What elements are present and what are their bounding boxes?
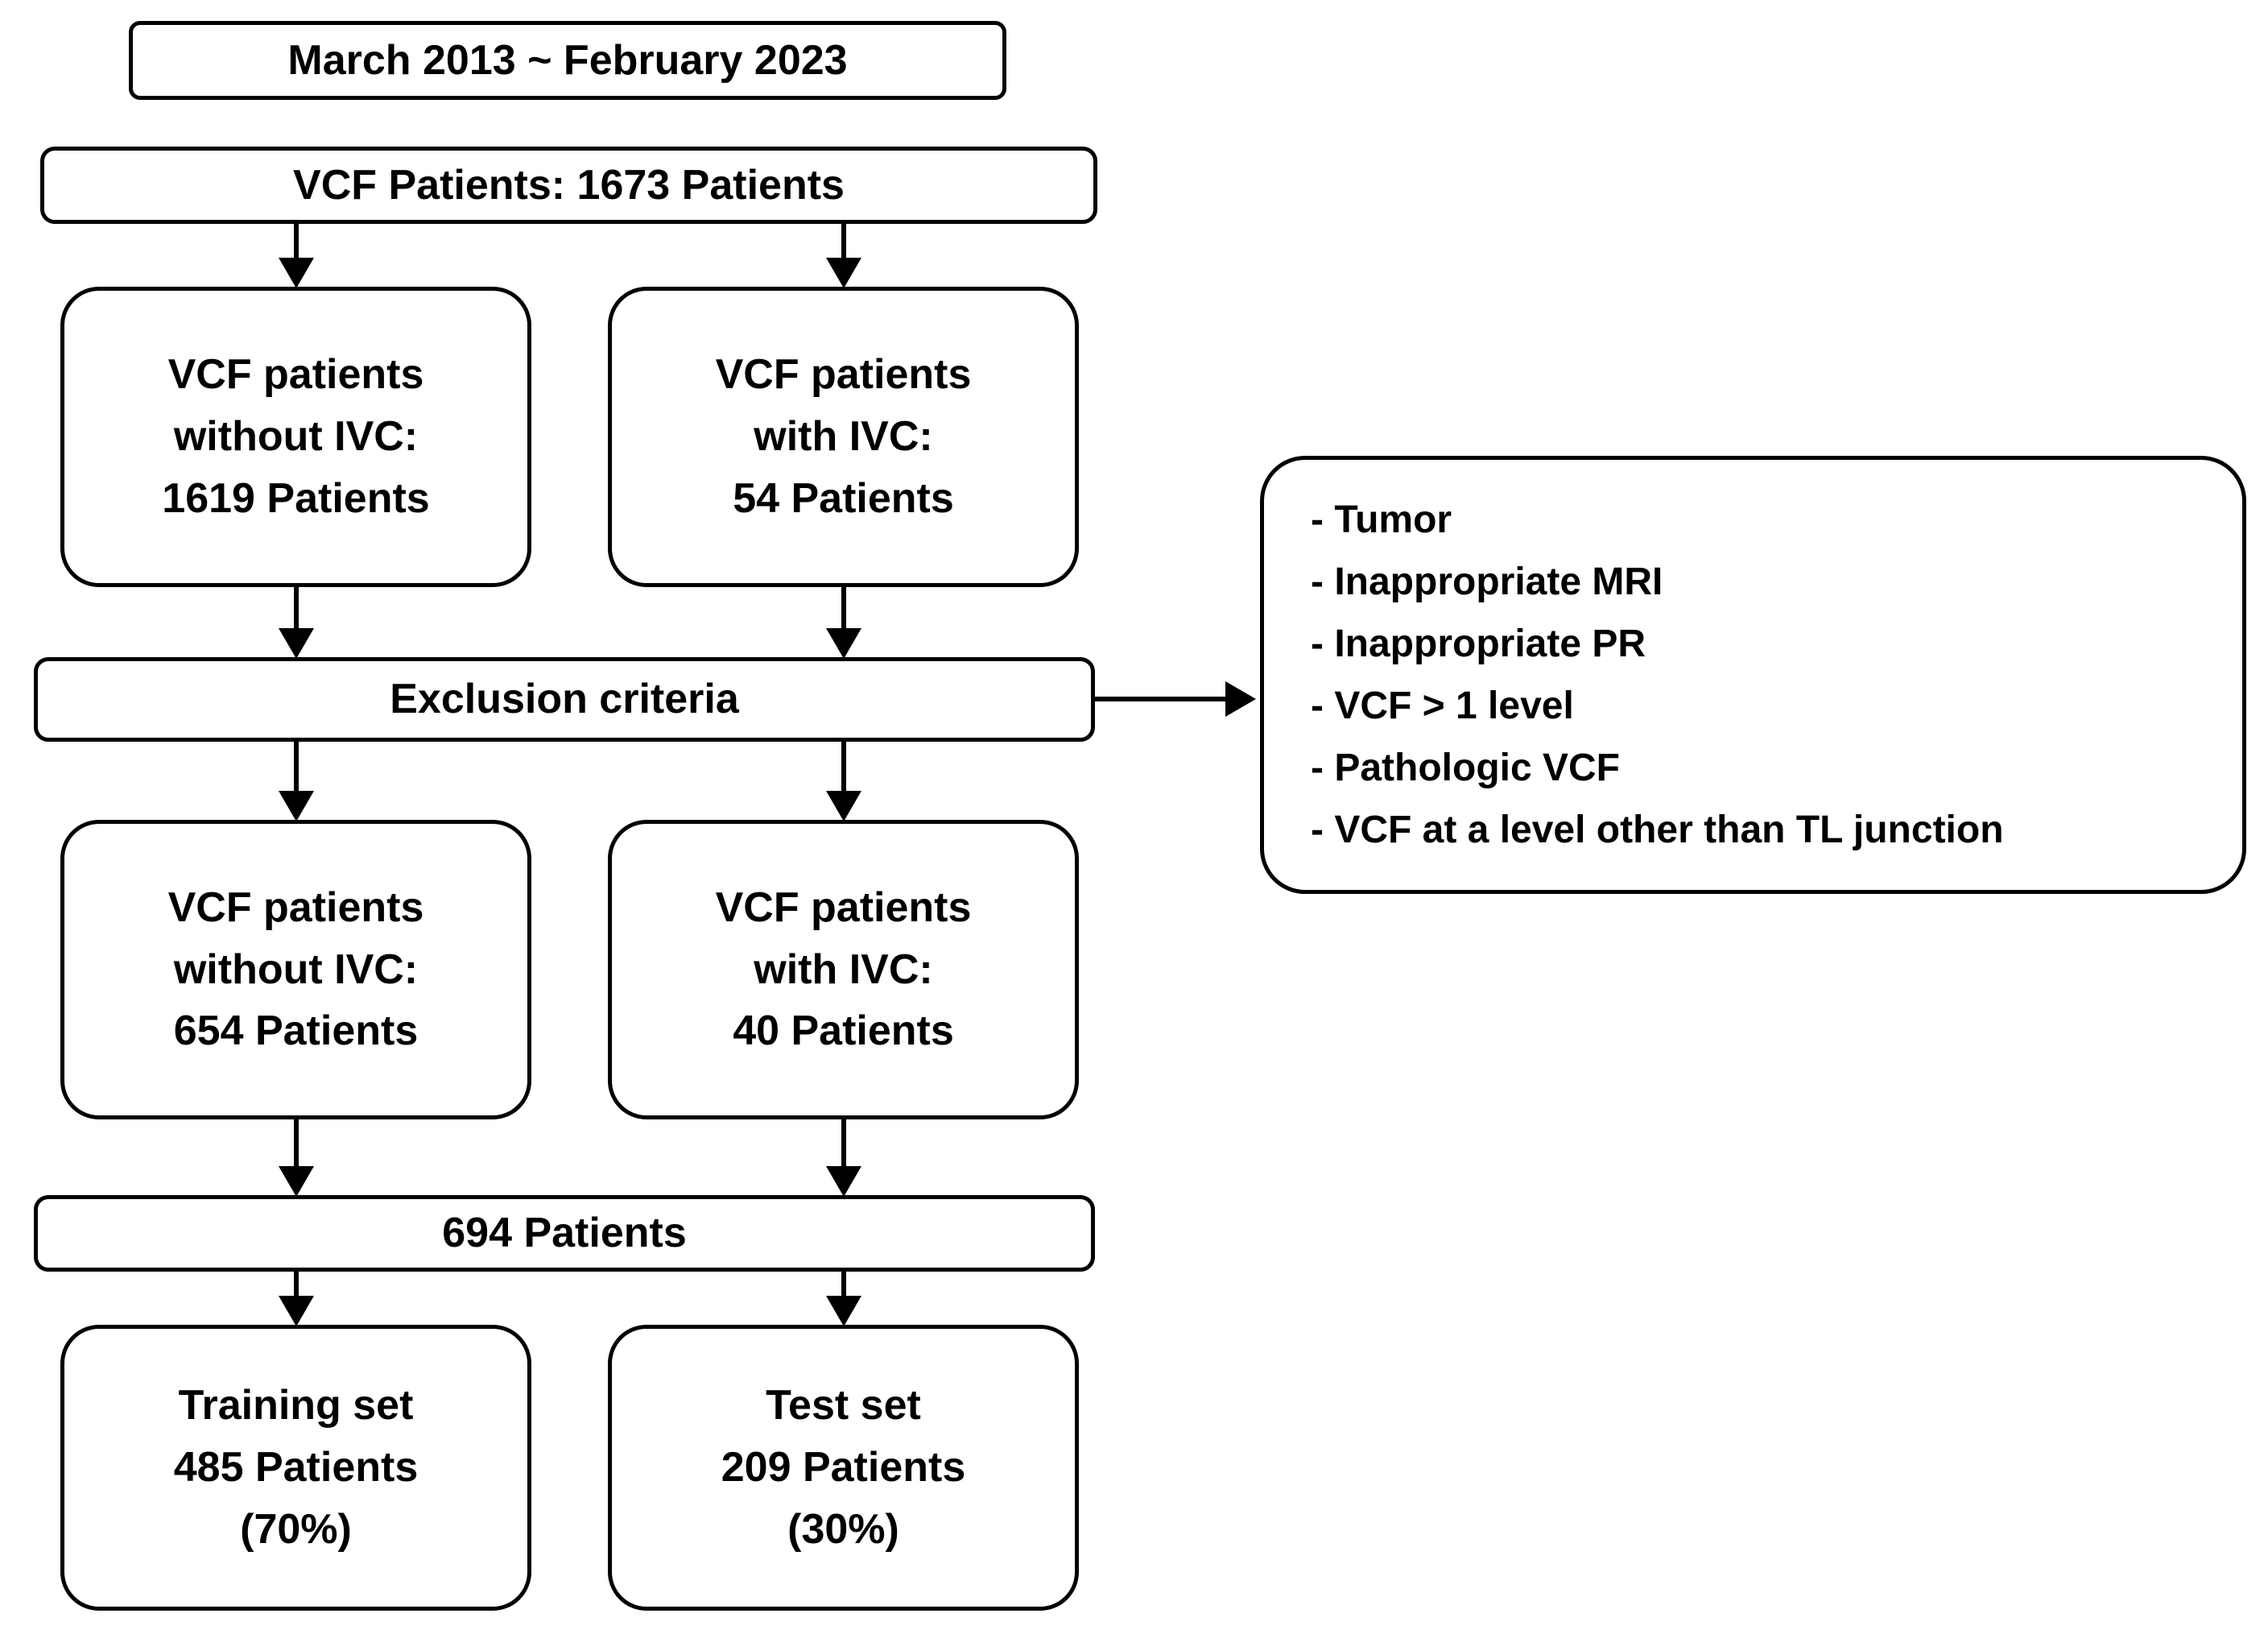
date-range-box: March 2013 ~ February 2023 xyxy=(129,21,1006,100)
box-line: 485 Patients xyxy=(173,1444,419,1491)
arrow-down xyxy=(841,1119,846,1166)
exclusion-list-box: - Tumor - Inappropriate MRI - Inappropri… xyxy=(1260,456,2246,894)
vcf-without-ivc-post-box: VCF patients without IVC: 654 Patients xyxy=(60,820,531,1119)
exclusion-criteria-box: Exclusion criteria xyxy=(34,657,1095,742)
after-exclusion-total-label: 694 Patients xyxy=(442,1210,687,1257)
arrow-down xyxy=(294,587,299,628)
vcf-with-ivc-post-box: VCF patients with IVC: 40 Patients xyxy=(608,820,1079,1119)
test-set-box: Test set 209 Patients (30%) xyxy=(608,1325,1079,1611)
box-line: Test set xyxy=(766,1382,921,1429)
exclusion-item: - VCF at a level other than TL junction xyxy=(1311,809,2004,851)
box-line: VCF patients xyxy=(715,351,972,399)
box-line: 54 Patients xyxy=(733,474,954,522)
training-set-box: Training set 485 Patients (70%) xyxy=(60,1325,531,1611)
box-line: (70%) xyxy=(240,1505,352,1553)
exclusion-item: - Inappropriate PR xyxy=(1311,623,1646,665)
box-line: (30%) xyxy=(787,1505,899,1553)
box-line: Training set xyxy=(178,1382,414,1429)
arrow-down xyxy=(841,587,846,628)
exclusion-criteria-label: Exclusion criteria xyxy=(390,676,739,723)
box-line: VCF patients xyxy=(167,883,424,931)
vcf-with-ivc-pre-box: VCF patients with IVC: 54 Patients xyxy=(608,287,1079,587)
box-line: without IVC: xyxy=(173,945,419,993)
arrow-down xyxy=(294,1119,299,1166)
arrow-down xyxy=(841,224,846,258)
arrow-down xyxy=(294,224,299,258)
exclusion-item: - Pathologic VCF xyxy=(1311,747,1620,789)
box-line: VCF patients xyxy=(167,351,424,399)
exclusion-item: - VCF > 1 level xyxy=(1311,685,1574,727)
box-line: without IVC: xyxy=(173,413,419,461)
total-patients-box: VCF Patients: 1673 Patients xyxy=(40,147,1097,224)
arrow-down xyxy=(294,1272,299,1296)
box-line: VCF patients xyxy=(715,883,972,931)
box-line: 1619 Patients xyxy=(162,474,430,522)
arrow-down xyxy=(294,742,299,791)
arrow-right xyxy=(1095,697,1225,701)
box-line: with IVC: xyxy=(754,945,933,993)
exclusion-item: - Inappropriate MRI xyxy=(1311,561,1663,603)
arrow-down xyxy=(841,1272,846,1296)
box-line: with IVC: xyxy=(754,413,933,461)
exclusion-item: - Tumor xyxy=(1311,499,1452,541)
vcf-without-ivc-pre-box: VCF patients without IVC: 1619 Patients xyxy=(60,287,531,587)
arrow-down xyxy=(841,742,846,791)
date-range-label: March 2013 ~ February 2023 xyxy=(287,36,848,84)
after-exclusion-total-box: 694 Patients xyxy=(34,1195,1095,1272)
box-line: 654 Patients xyxy=(173,1007,419,1055)
box-line: 40 Patients xyxy=(733,1007,954,1055)
box-line: 209 Patients xyxy=(721,1444,966,1491)
total-patients-label: VCF Patients: 1673 Patients xyxy=(293,161,845,209)
